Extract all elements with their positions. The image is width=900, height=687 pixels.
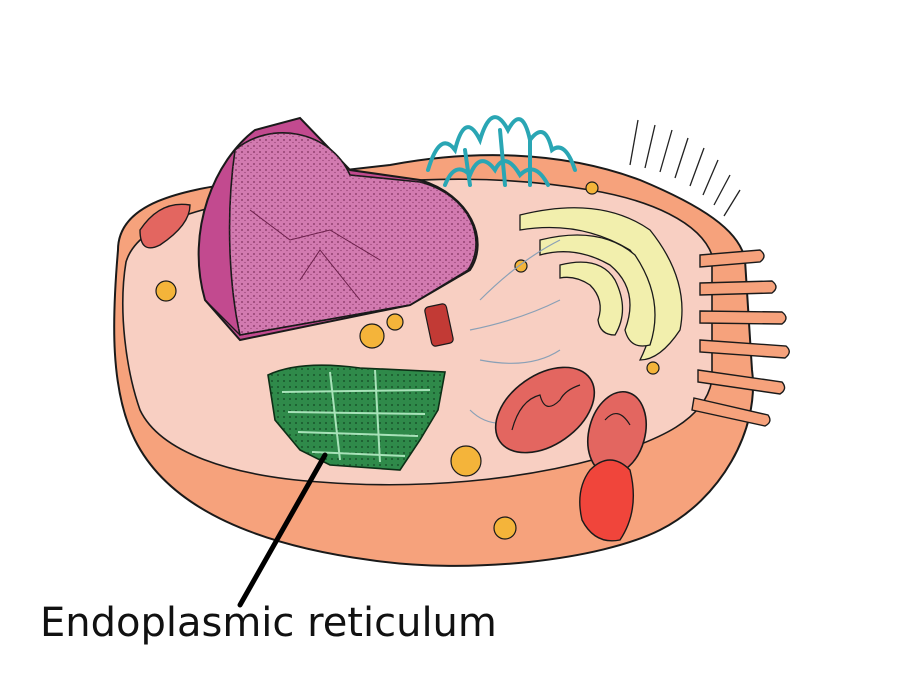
vesicles bbox=[155, 181, 660, 540]
microvilli bbox=[691, 249, 790, 427]
vacuole-red bbox=[579, 459, 635, 542]
lysosome-left bbox=[139, 203, 191, 249]
centriole bbox=[424, 303, 454, 347]
endoplasmic-reticulum bbox=[267, 364, 446, 471]
centrosome-network bbox=[426, 115, 577, 187]
cilia bbox=[629, 119, 741, 217]
mitochondrion-1 bbox=[494, 366, 596, 454]
pointer-line bbox=[237, 452, 328, 608]
golgi-apparatus bbox=[519, 207, 683, 361]
nucleus bbox=[197, 116, 479, 342]
endoplasmic-reticulum-label: Endoplasmic reticulum bbox=[40, 600, 497, 646]
